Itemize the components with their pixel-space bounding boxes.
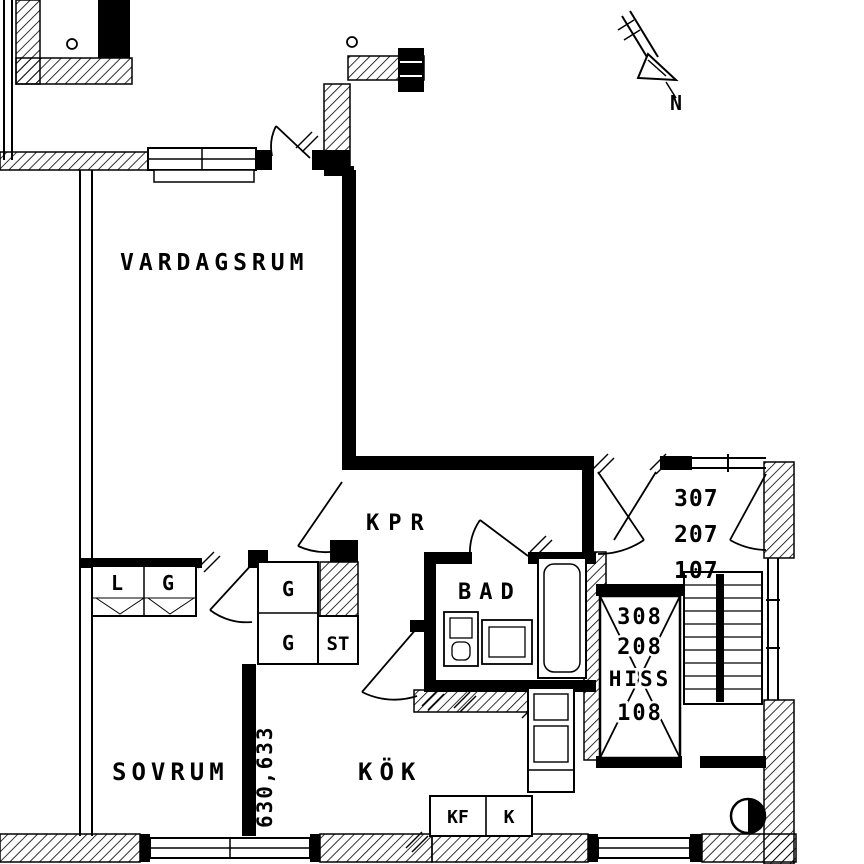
elevator-label: HISS <box>609 667 672 691</box>
closet-label-g-top: G <box>282 577 294 601</box>
sink <box>481 619 533 665</box>
balcony-columns <box>66 36 358 50</box>
room-label-kok: KÖK <box>358 756 422 786</box>
stair-handrail <box>716 574 724 702</box>
thin-walls <box>3 0 780 836</box>
north-arrow: N <box>617 10 682 115</box>
room-label-kpr: KPR <box>366 511 433 536</box>
apartment-number-207: 207 <box>674 522 719 548</box>
fixture-labels: L G G G ST KF K <box>111 571 515 828</box>
window-stairhall <box>597 837 691 859</box>
fridge-freezer <box>429 795 533 837</box>
bathroom-door <box>469 519 529 557</box>
bathroom-fixtures <box>443 557 587 679</box>
apartment-entry-door <box>729 473 767 551</box>
elevator: 308 208 HISS 108 <box>598 594 682 760</box>
window-living-room <box>147 147 257 183</box>
closets <box>91 561 359 665</box>
north-label: N <box>670 91 682 115</box>
closet-hall-lg <box>91 565 197 617</box>
appliance-label-k: K <box>504 807 515 828</box>
stairhall-doors <box>597 471 657 555</box>
windows <box>147 147 691 859</box>
drawing-number: 630,633 <box>253 725 277 828</box>
closet-st <box>317 615 359 665</box>
apartment-number-107: 107 <box>674 558 719 584</box>
window-bedroom <box>149 837 311 859</box>
kitchen-door <box>361 627 418 701</box>
kitchen-fixtures <box>429 687 575 837</box>
closet-label-g-bottom: G <box>282 631 294 655</box>
bathtub <box>537 557 587 679</box>
room-labels: VARDAGSRUM KPR BAD SOVRUM KÖK <box>112 250 522 786</box>
closet-label-g-hall: G <box>162 571 174 595</box>
toilet <box>443 611 479 667</box>
apartment-number-307: 307 <box>674 486 719 512</box>
closet-label-st: ST <box>327 633 350 655</box>
wall-slits <box>400 61 422 77</box>
doors <box>209 125 767 701</box>
livingroom-hall-door <box>297 481 343 553</box>
elevator-floor-108: 108 <box>617 701 663 726</box>
stairs <box>683 571 763 705</box>
apartment-numbers: 307 207 107 <box>674 486 719 584</box>
balcony-door <box>270 125 311 159</box>
appliance-label-kf: KF <box>447 807 469 828</box>
closet-gg <box>257 561 319 665</box>
stove-counter <box>527 687 575 793</box>
elevator-floor-208: 208 <box>617 635 663 660</box>
closet-label-l: L <box>111 571 123 595</box>
room-label-sovrum: SOVRUM <box>112 758 229 786</box>
room-label-bad: BAD <box>458 580 522 605</box>
pipe-column <box>729 797 767 835</box>
column-icon <box>346 36 358 48</box>
bedroom-door <box>209 561 255 624</box>
elevator-floor-308: 308 <box>617 605 663 630</box>
room-label-vardagsrum: VARDAGSRUM <box>120 250 308 276</box>
column-icon <box>66 38 78 50</box>
solid-walls <box>80 0 766 862</box>
